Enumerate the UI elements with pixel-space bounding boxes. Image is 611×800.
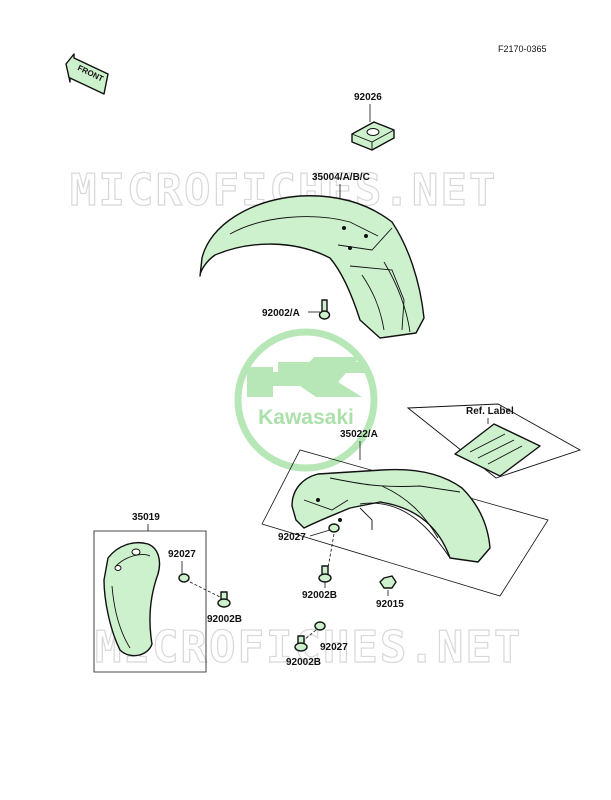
- label-92027-center: 92027: [278, 532, 306, 543]
- part-92027-center-grommet: [328, 523, 340, 533]
- part-92002a-screw: [318, 299, 331, 320]
- kawasaki-logo: Kawasaki: [234, 328, 378, 472]
- part-35004-front-fender: [199, 195, 425, 339]
- label-92027-bottom: 92027: [320, 642, 348, 653]
- part-92026-bracket: [351, 121, 395, 151]
- label-35022: 35022/A: [340, 429, 378, 440]
- label-92026: 92026: [354, 92, 382, 103]
- label-92015: 92015: [376, 599, 404, 610]
- label-35004: 35004/A/B/C: [312, 172, 370, 183]
- label-92002a: 92002/A: [262, 308, 300, 319]
- part-92002b-bottom-screw: [294, 635, 308, 652]
- kawasaki-logo-text: Kawasaki: [258, 406, 354, 429]
- part-92015-nut: [379, 575, 397, 589]
- part-35022-rear-fender: [291, 468, 491, 563]
- part-reference-label: [406, 403, 582, 479]
- part-92002b-center-screw: [318, 565, 332, 583]
- part-35019-side-cover: [103, 541, 161, 657]
- part-92002b-left-screw: [217, 591, 231, 608]
- part-92027-left-grommet: [178, 573, 190, 583]
- label-92027-left: 92027: [168, 549, 196, 560]
- part-92027-bottom-grommet: [314, 621, 326, 631]
- label-92002b-bottom: 92002B: [286, 657, 321, 668]
- watermark-bottom: MICROFICHES.NET: [95, 622, 522, 673]
- figure-code: F2170-0365: [498, 44, 547, 54]
- label-35019: 35019: [132, 512, 160, 523]
- label-ref-label: Ref. Label: [466, 406, 514, 417]
- label-92002b-center: 92002B: [302, 590, 337, 601]
- label-92002b-left: 92002B: [207, 614, 242, 625]
- front-arrow-icon: FRONT: [65, 53, 109, 95]
- rear-fender-outline-box: [261, 449, 549, 597]
- side-cover-outline-box: [93, 530, 207, 673]
